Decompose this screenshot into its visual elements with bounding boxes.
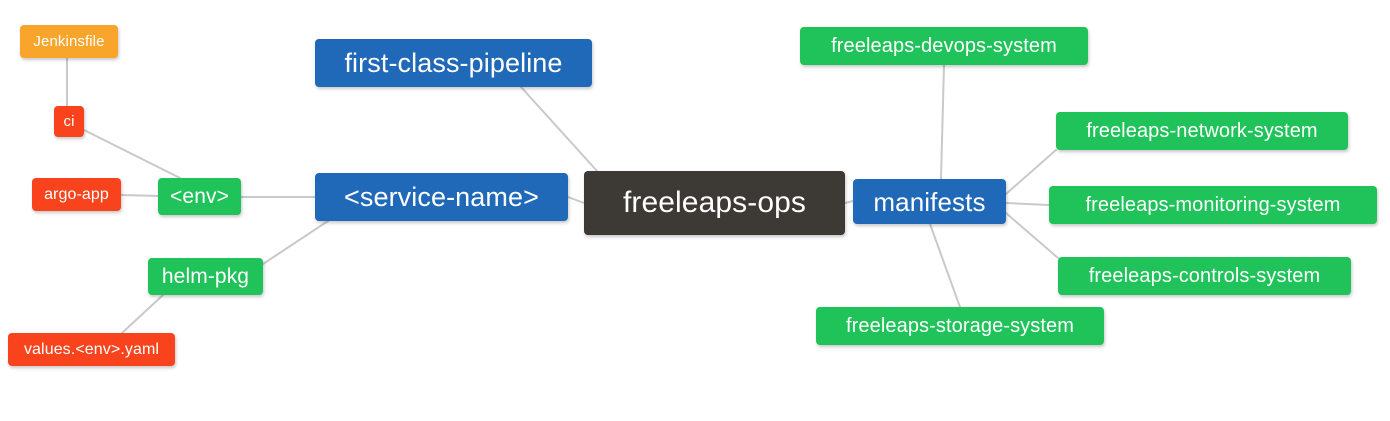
node-network[interactable]: freeleaps-network-system bbox=[1056, 112, 1348, 150]
node-ci[interactable]: ci bbox=[54, 106, 84, 137]
edge-service-to-helm bbox=[262, 220, 329, 265]
node-monitoring[interactable]: freeleaps-monitoring-system bbox=[1049, 186, 1377, 224]
node-jenkinsfile[interactable]: Jenkinsfile bbox=[20, 25, 118, 58]
node-controls[interactable]: freeleaps-controls-system bbox=[1058, 257, 1351, 295]
node-argoapp[interactable]: argo-app bbox=[32, 178, 121, 211]
node-root[interactable]: freeleaps-ops bbox=[584, 171, 845, 235]
edge-manifests-to-storage bbox=[929, 223, 961, 308]
node-env[interactable]: <env> bbox=[158, 178, 241, 215]
node-helm[interactable]: helm-pkg bbox=[148, 258, 263, 295]
edge-env-to-argoapp bbox=[120, 194, 159, 197]
edge-env-to-ci bbox=[83, 129, 181, 179]
node-values[interactable]: values.<env>.yaml bbox=[8, 333, 175, 366]
edge-manifests-to-monitoring bbox=[1005, 202, 1050, 206]
edge-root-to-pipeline bbox=[520, 86, 598, 172]
node-manifests[interactable]: manifests bbox=[853, 179, 1006, 224]
edge-helm-to-values bbox=[121, 294, 164, 334]
node-devops[interactable]: freeleaps-devops-system bbox=[800, 27, 1088, 65]
node-storage[interactable]: freeleaps-storage-system bbox=[816, 307, 1104, 345]
node-pipeline[interactable]: first-class-pipeline bbox=[315, 39, 592, 87]
node-service[interactable]: <service-name> bbox=[315, 173, 568, 221]
edge-root-to-service bbox=[567, 196, 585, 204]
edge-manifests-to-devops bbox=[940, 64, 945, 180]
edge-root-to-manifests bbox=[844, 200, 854, 204]
